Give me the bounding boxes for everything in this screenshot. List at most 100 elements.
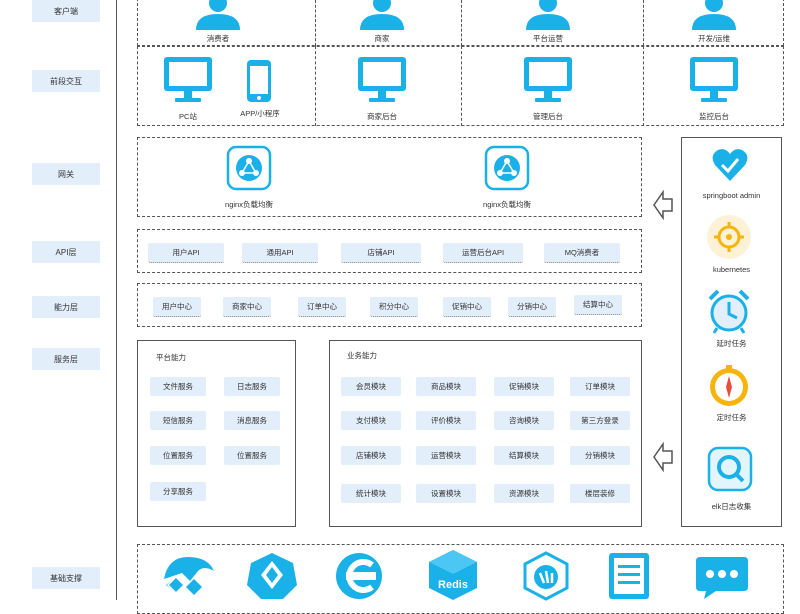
compass-icon [710, 365, 748, 406]
layer-label-frontend: 前段交互 [32, 70, 100, 92]
frontend-row [137, 46, 784, 126]
layer-label-api: API层 [32, 241, 100, 263]
ops-label: 延时任务 [716, 339, 747, 348]
business-chip: 促销模块 [494, 377, 554, 396]
business-chip: 订单模块 [570, 377, 630, 396]
monitor-icon [358, 57, 406, 102]
business-chip: 评价模块 [416, 411, 476, 430]
mobile-icon [247, 60, 271, 102]
api-chip: 运营后台API [443, 243, 523, 263]
platform-chip: 日志服务 [224, 377, 280, 396]
frontend-label: 管理后台 [533, 112, 563, 121]
layer-label-foundation: 基础支撑 [32, 567, 100, 589]
client-divider [315, 0, 316, 46]
business-chip: 商品模块 [416, 377, 476, 396]
rocketmq-icon [523, 551, 569, 601]
client-label: 开发/运维 [697, 34, 731, 43]
kubernetes-icon [247, 553, 297, 599]
frontend-divider [315, 46, 316, 126]
ops-label: kubernetes [712, 265, 751, 274]
frontend-label: PC站 [179, 112, 197, 121]
platform-chip: 分享服务 [150, 482, 206, 501]
layer-label-gateway: 网关 [32, 163, 100, 185]
layer-label-capability: 能力层 [32, 296, 100, 318]
arrow-left-icon [653, 442, 673, 472]
layer-label-service: 服务层 [32, 348, 100, 370]
redis-icon: Redis [429, 550, 477, 600]
client-row [137, 0, 784, 46]
business-chip: 结算模块 [494, 446, 554, 465]
person-icon [692, 0, 736, 30]
business-chip: 第三方登录 [570, 411, 630, 430]
gateway-row [137, 137, 642, 217]
frontend-divider [461, 46, 462, 126]
elasticsearch-icon [336, 553, 382, 599]
platform-chip: 位置服务 [150, 446, 206, 465]
business-capability-box [329, 340, 642, 527]
business-chip: 咨询模块 [494, 411, 554, 430]
capability-chip: 促销中心 [443, 297, 491, 317]
capability-row [137, 283, 642, 327]
business-title: 业务能力 [347, 351, 377, 360]
person-icon [196, 0, 240, 30]
business-chip: 支付模块 [341, 411, 401, 430]
gateway-label: nginx负载均衡 [483, 200, 531, 209]
api-row [137, 229, 642, 273]
arrow-left-icon [653, 190, 673, 220]
alarm-clock-icon [708, 289, 750, 334]
gateway-label: nginx负载均衡 [225, 200, 273, 209]
monitor-icon [524, 57, 572, 102]
business-chip: 设置模块 [416, 484, 476, 503]
platform-capability-box [137, 340, 296, 527]
monitor-icon [690, 57, 738, 102]
platform-chip: 位置服务 [224, 446, 280, 465]
business-chip: 统计模块 [341, 484, 401, 503]
api-chip: 用户API [148, 243, 224, 263]
business-chip: 分销模块 [570, 446, 630, 465]
client-label: 商家 [374, 34, 390, 43]
ops-label: 定时任务 [716, 413, 747, 422]
capability-chip: 结算中心 [574, 295, 622, 315]
person-icon [526, 0, 570, 30]
ops-label: elk日志收集 [711, 502, 752, 511]
business-chip: 资源模块 [494, 484, 554, 503]
ops-label: springboot admin [702, 191, 761, 200]
load-balancer-icon [226, 145, 272, 191]
platform-title: 平台能力 [156, 353, 186, 362]
api-chip: MQ消费者 [544, 243, 620, 263]
frontend-label: 监控后台 [699, 112, 729, 121]
business-chip: 会员模块 [341, 377, 401, 396]
business-chip: 运营模块 [416, 446, 476, 465]
client-divider [461, 0, 462, 46]
heart-check-icon [712, 149, 748, 181]
ops-panel [681, 137, 782, 527]
capability-chip: 分销中心 [508, 297, 556, 317]
client-divider [643, 0, 644, 46]
frontend-divider [643, 46, 644, 126]
document-icon [609, 553, 649, 599]
platform-chip: 消息服务 [224, 411, 280, 430]
platform-chip: 短信服务 [150, 411, 206, 430]
layer-label-client: 客户端 [32, 0, 100, 22]
frontend-label: 商家后台 [367, 112, 397, 121]
api-chip: 通用API [242, 243, 318, 263]
person-icon [360, 0, 404, 30]
monitor-icon [164, 57, 212, 102]
capability-chip: 积分中心 [370, 297, 418, 317]
message-icon [696, 557, 748, 599]
capability-chip: 订单中心 [298, 297, 346, 317]
elk-search-icon [707, 446, 753, 492]
business-chip: 楼层装修 [570, 484, 630, 503]
business-chip: 店铺模块 [341, 446, 401, 465]
capability-chip: 用户中心 [153, 297, 201, 317]
svg-text:Redis: Redis [438, 579, 468, 591]
layer-axis-line [116, 0, 117, 600]
capability-chip: 商家中心 [223, 297, 271, 317]
kubernetes-gear-icon [707, 215, 751, 259]
client-label: 平台运营 [533, 34, 563, 43]
api-chip: 店铺API [341, 243, 421, 263]
platform-chip: 文件服务 [150, 377, 206, 396]
frontend-label: APP/小程序 [240, 109, 280, 118]
client-label: 消费者 [206, 34, 230, 43]
load-balancer-icon [484, 145, 530, 191]
